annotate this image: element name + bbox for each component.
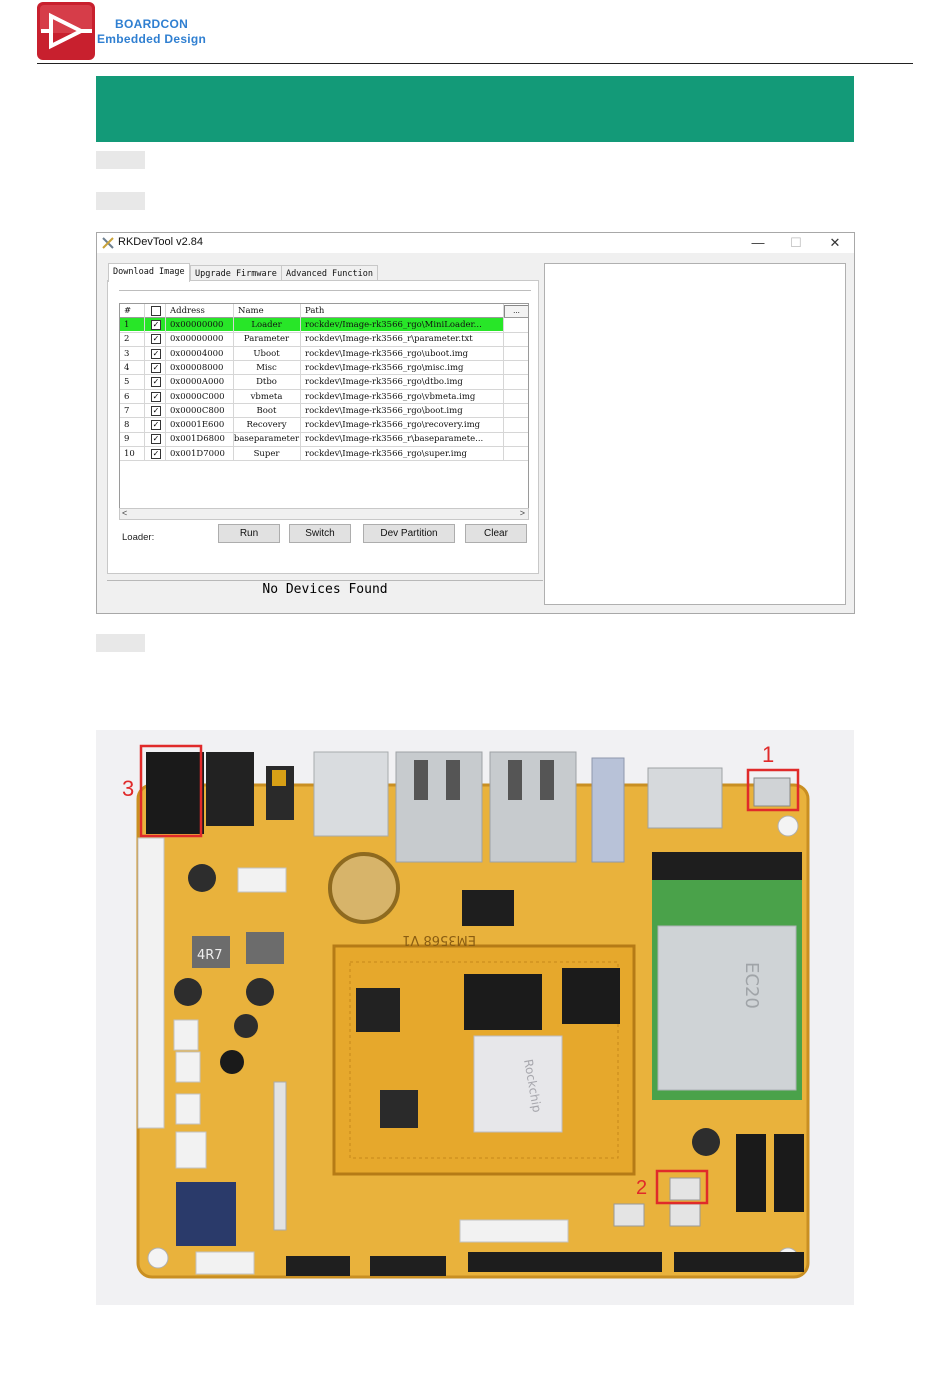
row-name: Parameter — [243, 334, 290, 345]
status-text: No Devices Found — [262, 582, 388, 597]
callout-label-2: 2 — [636, 1177, 647, 1199]
row-index: 8 — [124, 420, 130, 431]
section-banner — [96, 76, 854, 142]
row-checkbox[interactable]: ✓ — [151, 420, 161, 431]
tools-icon — [102, 237, 114, 249]
step-tag — [96, 151, 145, 169]
row-index: 5 — [124, 377, 130, 388]
row-index: 4 — [124, 362, 130, 373]
clear-button[interactable]: Clear — [465, 524, 527, 543]
board-label: EM3568 V1 — [402, 932, 476, 947]
inductor-label: 4R7 — [197, 948, 223, 963]
row-path: rockdev\Image-rk3566_r\baseparamete... — [305, 434, 484, 445]
row-index: 9 — [124, 434, 130, 445]
boardcon-logo-icon — [37, 2, 95, 60]
row-checkbox[interactable]: ✓ — [151, 448, 161, 459]
row-name: Uboot — [253, 348, 280, 359]
row-index: 7 — [124, 405, 130, 416]
row-checkbox[interactable]: ✓ — [151, 377, 161, 388]
window-title: RKDevTool v2.84 — [118, 236, 203, 248]
close-button[interactable]: ✕ — [829, 235, 841, 250]
row-address: 0x0000C000 — [170, 391, 225, 402]
row-name: Super — [253, 448, 280, 459]
row-index: 1 — [124, 320, 130, 330]
select-all-checkbox[interactable] — [151, 306, 161, 316]
tab-advanced-function[interactable]: Advanced Function — [281, 265, 378, 282]
recovery-button-callout — [655, 1169, 709, 1205]
callout-label-3: 3 — [122, 776, 134, 801]
rkdevtool-window: RKDevTool v2.84 — ☐ ✕ Download Image Upg… — [96, 232, 855, 614]
dc-jack-callout — [139, 744, 203, 838]
brand-name: BOARDCON — [115, 17, 189, 31]
row-checkbox[interactable]: ✓ — [151, 434, 161, 445]
row-name: Dtbo — [256, 377, 277, 388]
brand-tagline: Embedded Design — [97, 32, 207, 46]
row-address: 0x0001E600 — [170, 420, 225, 431]
board-photo: EC20 4R7 Rockchip EM3568 V1 — [96, 730, 854, 1305]
row-checkbox[interactable]: ✓ — [151, 391, 161, 402]
column-header-index: # — [124, 306, 132, 316]
row-index: 2 — [124, 334, 130, 345]
step-tag — [96, 192, 145, 210]
row-address: 0x00000000 — [170, 320, 224, 330]
row-address: 0x00008000 — [170, 362, 224, 373]
log-output-panel[interactable] — [544, 263, 846, 605]
row-path: rockdev\Image-rk3566_rgo\misc.img — [305, 362, 464, 373]
row-path: rockdev\Image-rk3566_rgo\recovery.img — [305, 420, 481, 431]
row-path: rockdev\Image-rk3566_rgo\dtbo.img — [305, 377, 463, 388]
row-checkbox[interactable]: ✓ — [151, 362, 161, 373]
row-name: vbmeta — [250, 391, 283, 402]
usb-otg-callout — [746, 768, 800, 812]
row-name: Misc — [256, 362, 277, 373]
tab-download-image[interactable]: Download Image — [108, 263, 190, 282]
group-divider — [119, 290, 531, 291]
row-address: 0x001D7000 — [170, 448, 225, 459]
row-name: baseparameter — [233, 434, 300, 445]
step-tag — [96, 634, 145, 652]
row-checkbox[interactable]: ✓ — [151, 405, 161, 416]
row-name: Boot — [256, 405, 277, 416]
row-checkbox[interactable]: ✓ — [151, 334, 161, 345]
row-checkbox[interactable]: ✓ — [151, 348, 161, 359]
row-address: 0x00000000 — [170, 334, 224, 345]
window-titlebar[interactable]: RKDevTool v2.84 — ☐ ✕ — [97, 233, 854, 253]
header-divider — [37, 63, 913, 64]
row-index: 10 — [124, 448, 135, 459]
row-path: rockdev/Image-rk3566_rgo\MiniLoader... — [305, 320, 482, 330]
status-bar: No Devices Found — [107, 580, 543, 599]
horizontal-scrollbar[interactable]: < > — [119, 508, 529, 520]
row-name: Loader — [251, 320, 282, 330]
module-label: EC20 — [741, 962, 762, 1009]
callout-label-1: 1 — [762, 742, 774, 767]
run-button[interactable]: Run — [218, 524, 280, 543]
row-address: 0x001D6800 — [170, 434, 225, 445]
row-index: 3 — [124, 348, 130, 359]
scroll-left-icon[interactable]: < — [122, 508, 128, 518]
loader-label: Loader: — [122, 532, 155, 543]
row-path: rockdev\Image-rk3566_rgo\uboot.img — [305, 348, 469, 359]
row-index: 6 — [124, 391, 130, 402]
maximize-button[interactable]: ☐ — [790, 235, 802, 250]
row-path: rockdev\Image-rk3566_rgo\boot.img — [305, 405, 463, 416]
column-header-address: Address — [170, 306, 205, 316]
row-address: 0x00004000 — [170, 348, 224, 359]
selected-row-highlight — [120, 318, 504, 331]
dev-partition-button[interactable]: Dev Partition — [363, 524, 455, 543]
row-checkbox[interactable]: ✓ — [151, 320, 161, 330]
column-header-name: Name — [238, 306, 264, 316]
switch-button[interactable]: Switch — [289, 524, 351, 543]
row-path: rockdev\Image-rk3566_r\parameter.txt — [305, 334, 473, 345]
minimize-button[interactable]: — — [751, 235, 765, 250]
column-header-path: Path — [305, 306, 325, 316]
row-path: rockdev\Image-rk3566_rgo\vbmeta.img — [305, 391, 476, 402]
scroll-right-icon[interactable]: > — [519, 508, 525, 518]
row-address: 0x0000C800 — [170, 405, 225, 416]
row-path: rockdev\Image-rk3566_rgo\super.img — [305, 448, 467, 459]
row-address: 0x0000A000 — [170, 377, 225, 388]
row-name: Recovery — [246, 420, 287, 431]
em3568-board-image: EC20 4R7 Rockchip EM3568 V1 — [122, 742, 810, 1279]
